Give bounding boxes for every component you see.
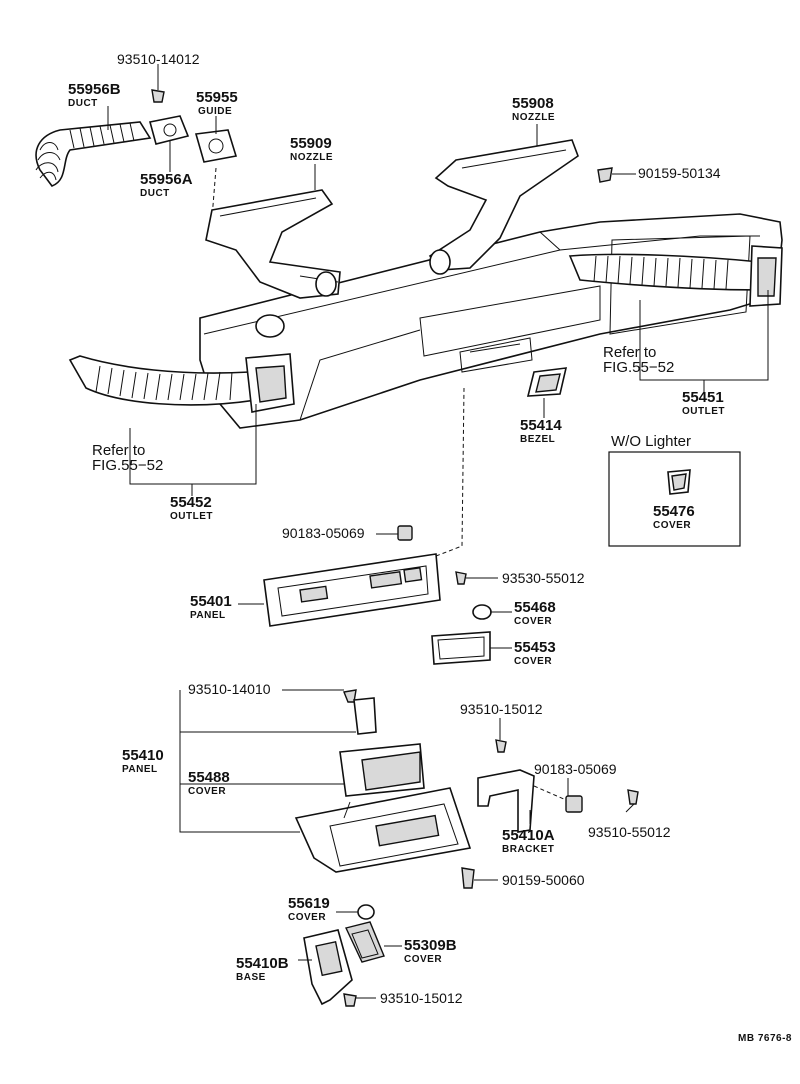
screw-93510-55012 bbox=[627, 789, 639, 805]
part-number-55414: 55414 bbox=[520, 417, 562, 434]
cover-55453 bbox=[431, 631, 491, 665]
part-number-90183-05069-upper: 90183-05069 bbox=[282, 525, 365, 541]
part-name-55476: COVER bbox=[653, 520, 691, 531]
part-name-55619: COVER bbox=[288, 912, 326, 923]
screw-93510-14012 bbox=[151, 64, 165, 103]
ref-right-line1: Refer to bbox=[603, 344, 656, 361]
part-name-55414: BEZEL bbox=[520, 434, 555, 445]
part-name-55955: GUIDE bbox=[198, 106, 232, 117]
part-number-93510-55012: 93510-55012 bbox=[588, 824, 671, 840]
inset-wo-lighter: W/O Lighter bbox=[608, 433, 741, 547]
ref-right-line2: FIG.55−52 bbox=[603, 359, 674, 376]
base-55410b bbox=[303, 929, 353, 1006]
clip-90183-05069-lower bbox=[565, 795, 583, 813]
part-name-55488: COVER bbox=[188, 786, 226, 797]
screw-93530-55012 bbox=[455, 571, 498, 585]
part-number-55908: 55908 bbox=[512, 95, 554, 112]
leader-lines bbox=[107, 106, 769, 961]
part-number-55401: 55401 bbox=[190, 593, 232, 610]
part-number-55452: 55452 bbox=[170, 494, 212, 511]
part-name-55468: COVER bbox=[514, 616, 552, 627]
part-number-55619: 55619 bbox=[288, 895, 330, 912]
part-number-55410a: 55410A bbox=[502, 827, 555, 844]
part-name-55956b: DUCT bbox=[68, 98, 98, 109]
nozzle-55908 bbox=[428, 139, 579, 275]
part-number-55451: 55451 bbox=[682, 389, 724, 406]
part-number-55476: 55476 bbox=[653, 503, 695, 520]
guide-55955 bbox=[194, 129, 238, 219]
part-number-90183-05069-lower: 90183-05069 bbox=[534, 761, 617, 777]
ref-left-line2: FIG.55−52 bbox=[92, 457, 163, 474]
part-number-55309b: 55309B bbox=[404, 937, 457, 954]
part-number-93510-14012: 93510-14012 bbox=[117, 51, 200, 67]
screw-90159-50060 bbox=[461, 867, 498, 889]
part-number-90159-50134: 90159-50134 bbox=[638, 165, 721, 181]
part-number-93510-15012-lower: 93510-15012 bbox=[380, 990, 463, 1006]
part-name-55909: NOZZLE bbox=[290, 152, 333, 163]
part-number-93530-55012: 93530-55012 bbox=[502, 570, 585, 586]
part-number-55468: 55468 bbox=[514, 599, 556, 616]
bezel-55414 bbox=[526, 367, 568, 397]
part-number-90159-50060: 90159-50060 bbox=[502, 872, 585, 888]
part-number-55410: 55410 bbox=[122, 747, 164, 764]
screw-90159-50134 bbox=[597, 167, 636, 183]
part-name-55452: OUTLET bbox=[170, 511, 213, 522]
labels: 93510-14012 55956B DUCT 55955 GUIDE 5595… bbox=[68, 51, 792, 1044]
bracket-55410a bbox=[477, 769, 567, 833]
outlet-55451 bbox=[568, 245, 783, 307]
clip-90183-05069-upper bbox=[397, 525, 413, 541]
cover-55468 bbox=[472, 604, 492, 620]
part-number-93510-15012-upper: 93510-15012 bbox=[460, 701, 543, 717]
part-name-55956a: DUCT bbox=[140, 188, 170, 199]
outlet-55452 bbox=[68, 353, 295, 413]
part-name-55410a: BRACKET bbox=[502, 844, 554, 855]
part-number-55909: 55909 bbox=[290, 135, 332, 152]
part-number-55956b: 55956B bbox=[68, 81, 121, 98]
part-number-55488: 55488 bbox=[188, 769, 230, 786]
screw-93510-15012-lower bbox=[343, 993, 376, 1007]
panel-55410-assembly bbox=[294, 689, 472, 873]
part-name-55309b: COVER bbox=[404, 954, 442, 965]
part-name-55908: NOZZLE bbox=[512, 112, 555, 123]
part-number-55453: 55453 bbox=[514, 639, 556, 656]
cover-55619 bbox=[357, 904, 375, 920]
part-name-55453: COVER bbox=[514, 656, 552, 667]
part-name-55451: OUTLET bbox=[682, 406, 725, 417]
part-number-55410b: 55410B bbox=[236, 955, 289, 972]
part-number-93510-14010: 93510-14010 bbox=[188, 681, 271, 697]
inset-title: W/O Lighter bbox=[611, 433, 691, 450]
part-number-55956a: 55956A bbox=[140, 171, 193, 188]
footer-code: MB 7676-8 bbox=[738, 1033, 792, 1044]
ref-left-line1: Refer to bbox=[92, 442, 145, 459]
cover-55309b bbox=[345, 921, 385, 963]
screw-93510-15012-upper bbox=[495, 739, 507, 753]
part-name-55410: PANEL bbox=[122, 764, 158, 775]
panel-55401 bbox=[263, 387, 465, 627]
part-name-55410b: BASE bbox=[236, 972, 266, 983]
part-number-55955: 55955 bbox=[196, 89, 238, 106]
duct-55956b bbox=[35, 115, 190, 187]
part-name-55401: PANEL bbox=[190, 610, 226, 621]
nozzle-55909 bbox=[205, 189, 341, 299]
